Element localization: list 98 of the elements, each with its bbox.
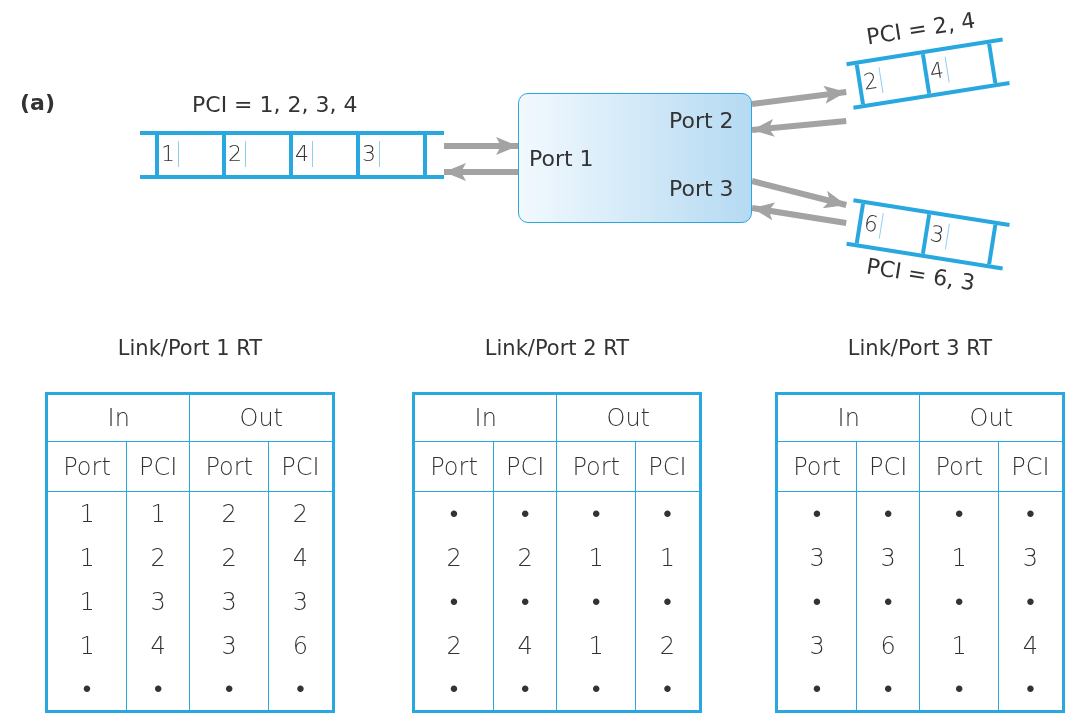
column-header: Port xyxy=(557,441,636,492)
port-label: Port 2 xyxy=(669,108,734,133)
table-cell: 1 xyxy=(46,535,127,580)
table-cell: 2 xyxy=(126,535,190,580)
table-cell: • xyxy=(776,491,857,536)
table-cell: 3 xyxy=(856,535,920,580)
column-header: PCI xyxy=(856,441,920,492)
table-cell: 3 xyxy=(268,579,334,624)
packet-number: 3 xyxy=(926,220,950,250)
column-header: PCI xyxy=(493,441,557,492)
table-cell: • xyxy=(268,667,334,712)
table-cell: • xyxy=(856,667,920,712)
table-cell: • xyxy=(998,579,1064,624)
port-label: Port 1 xyxy=(529,146,594,171)
packet-number: 2 xyxy=(226,141,246,167)
packet-number: 2 xyxy=(859,67,884,96)
table-cell: 1 xyxy=(557,535,636,580)
table-header: In xyxy=(413,393,557,442)
table-cell: 4 xyxy=(998,623,1064,668)
table-cell: 4 xyxy=(126,623,190,668)
table-cell: 1 xyxy=(920,623,999,668)
table-cell: 4 xyxy=(493,623,557,668)
packet-number: 4 xyxy=(293,141,313,167)
arrow xyxy=(751,178,847,209)
table-cell: 1 xyxy=(635,535,701,580)
column-header: Port xyxy=(413,441,494,492)
table-cell: • xyxy=(126,667,190,712)
arrow xyxy=(751,118,847,137)
table-title: Link/Port 2 RT xyxy=(483,336,631,360)
table-cell: • xyxy=(920,579,999,624)
table-header: In xyxy=(776,393,920,442)
arrow xyxy=(444,137,518,155)
table-cell: • xyxy=(493,579,557,624)
table-cell: • xyxy=(413,667,494,712)
table-cell: • xyxy=(920,667,999,712)
column-header: Port xyxy=(920,441,999,492)
table-title: Link/Port 1 RT xyxy=(116,336,264,360)
table-cell: 1 xyxy=(46,579,127,624)
column-header: Port xyxy=(190,441,269,492)
table-cell: 1 xyxy=(920,535,999,580)
table-cell: 2 xyxy=(413,623,494,668)
table-cell: • xyxy=(635,491,701,536)
table-cell: • xyxy=(557,579,636,624)
table-cell: 3 xyxy=(776,535,857,580)
table-cell: • xyxy=(998,491,1064,536)
table-title: Link/Port 3 RT xyxy=(846,336,994,360)
table-cell: • xyxy=(776,667,857,712)
table-cell: 2 xyxy=(190,491,269,536)
packet-number: 6 xyxy=(860,210,884,239)
arrow xyxy=(751,85,847,107)
table-cell: • xyxy=(413,491,494,536)
table-cell: 6 xyxy=(856,623,920,668)
pci-label: PCI = 2, 4 xyxy=(864,7,977,50)
table-cell: • xyxy=(413,579,494,624)
table-cell: 2 xyxy=(268,491,334,536)
table-cell: 4 xyxy=(268,535,334,580)
table-cell: • xyxy=(776,579,857,624)
column-header: Port xyxy=(46,441,127,492)
table-cell: • xyxy=(557,667,636,712)
pci-label: PCI = 1, 2, 3, 4 xyxy=(192,92,358,117)
table-cell: 3 xyxy=(998,535,1064,580)
table-cell: • xyxy=(856,579,920,624)
table-cell: • xyxy=(493,491,557,536)
table-cell: • xyxy=(190,667,269,712)
table-cell: • xyxy=(635,579,701,624)
table-cell: • xyxy=(493,667,557,712)
table-cell: • xyxy=(856,491,920,536)
table-cell: 1 xyxy=(46,491,127,536)
table-cell: • xyxy=(920,491,999,536)
column-header: PCI xyxy=(126,441,190,492)
table-cell: 3 xyxy=(190,579,269,624)
link-queue xyxy=(140,131,444,179)
switch-box xyxy=(518,93,752,223)
table-cell: 2 xyxy=(493,535,557,580)
packet-number: 3 xyxy=(360,141,380,167)
table-cell: • xyxy=(46,667,127,712)
table-cell: • xyxy=(635,667,701,712)
arrow xyxy=(444,163,518,181)
port-label: Port 3 xyxy=(669,176,734,201)
packet-number: 1 xyxy=(159,141,179,167)
panel-label: (a) xyxy=(20,90,55,115)
pci-label: PCI = 6, 3 xyxy=(864,253,977,296)
table-cell: 3 xyxy=(776,623,857,668)
arrow xyxy=(751,202,847,226)
table-cell: 1 xyxy=(557,623,636,668)
table-cell: • xyxy=(998,667,1064,712)
table-header: In xyxy=(46,393,190,442)
table-cell: 3 xyxy=(190,623,269,668)
column-header: Port xyxy=(776,441,857,492)
table-cell: • xyxy=(557,491,636,536)
table-cell: 2 xyxy=(190,535,269,580)
packet-number: 4 xyxy=(925,56,950,86)
table-cell: 2 xyxy=(413,535,494,580)
table-cell: 1 xyxy=(46,623,127,668)
table-cell: 2 xyxy=(635,623,701,668)
table-cell: 1 xyxy=(126,491,190,536)
table-cell: 3 xyxy=(126,579,190,624)
table-cell: 6 xyxy=(268,623,334,668)
